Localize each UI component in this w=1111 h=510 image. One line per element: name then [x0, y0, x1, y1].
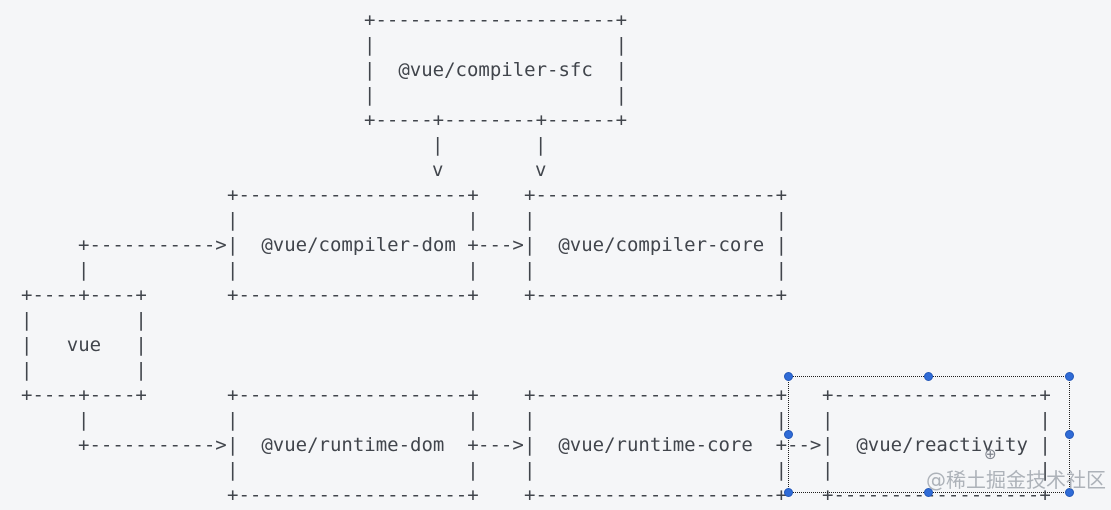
circled-plus-icon: ⊕: [984, 445, 997, 463]
selection-handle-middle-left[interactable]: [784, 429, 793, 439]
connector-sfc-down-arrows: | | v v: [432, 134, 547, 181]
selection-handle-bottom-right[interactable]: [1065, 488, 1074, 497]
arrow-vue-to-runtime-dom: +----------->: [78, 434, 227, 456]
box-compiler-sfc: +---------------------+ | | | @vue/compi…: [364, 9, 628, 131]
box-runtime-dom: +--------------------+ | | | @vue/runtim…: [227, 384, 479, 506]
selection-handle-middle-right[interactable]: [1065, 429, 1074, 439]
selection-handle-top-middle[interactable]: [924, 372, 933, 381]
arrow-runtime-core-to-reactivity: -->: [787, 434, 822, 456]
arrow-vue-to-compiler-dom: +----------->: [78, 234, 227, 256]
selection-box-reactivity[interactable]: [784, 372, 1074, 497]
selection-handle-top-left[interactable]: [784, 372, 793, 381]
arrow-compiler-dom-to-core: --->: [478, 234, 524, 256]
box-runtime-core: +---------------------+ | | | @vue/runti…: [524, 384, 788, 506]
connector-vue-top-link: |: [78, 259, 90, 281]
selection-handle-bottom-middle[interactable]: [924, 488, 933, 497]
arrow-runtime-dom-to-core: --->: [478, 434, 524, 456]
selection-handle-top-right[interactable]: [1065, 372, 1074, 381]
watermark: @稀土掘金技术社区: [926, 468, 1106, 492]
selection-handle-bottom-left[interactable]: [784, 488, 793, 497]
connector-vue-bottom-link: |: [78, 409, 90, 431]
box-reactivity: +------------------+ | | | @vue/reactivi…: [822, 384, 1051, 506]
box-vue: +----+----+ | | | vue | | | +----+----+: [21, 284, 147, 406]
box-compiler-dom: +--------------------+ | | | @vue/compil…: [227, 184, 479, 306]
box-compiler-core: +---------------------+ | | | @vue/compi…: [524, 184, 788, 306]
